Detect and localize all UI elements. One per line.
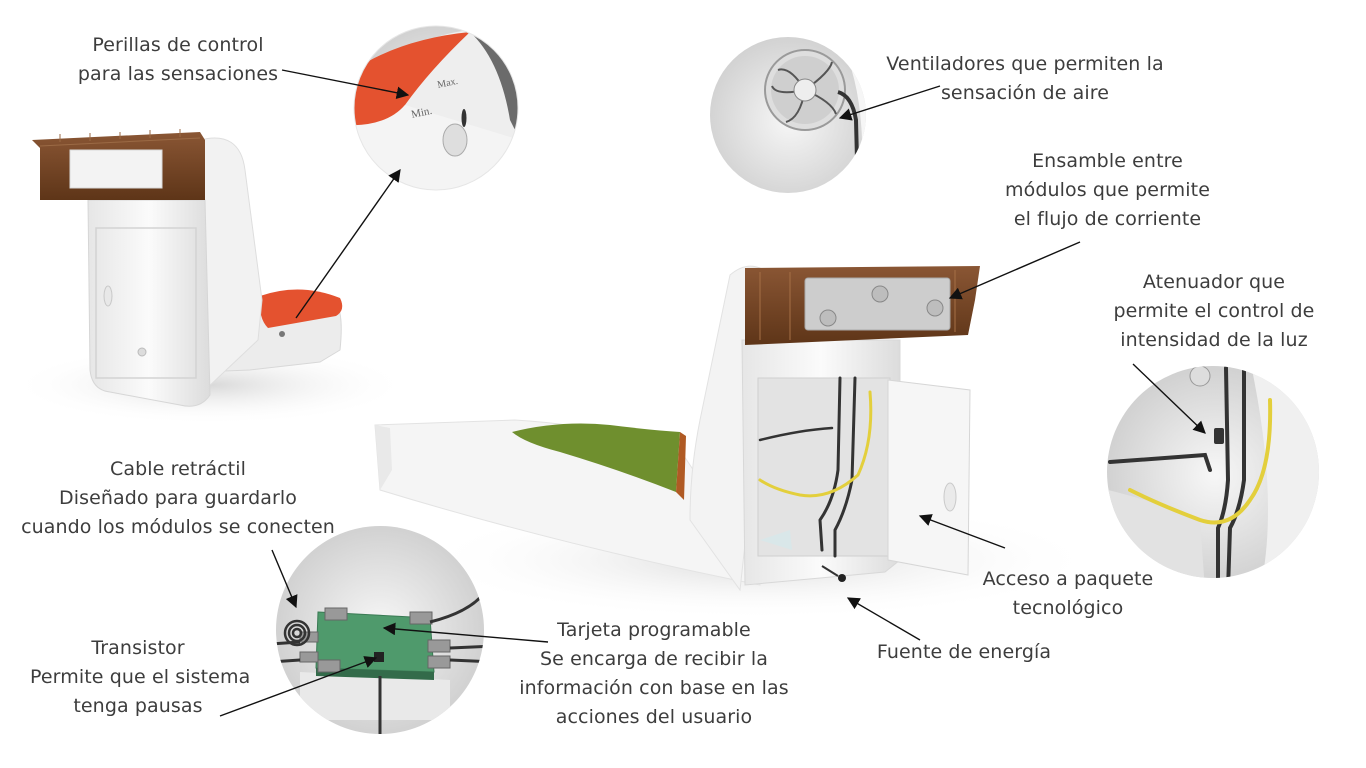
- label-cable: Cable retráctil Diseñado para guardarlo …: [21, 458, 335, 538]
- arrow-fuente: [846, 597, 921, 641]
- power-plug: [838, 574, 846, 582]
- fan-detail-circle: [710, 37, 866, 193]
- cabinet-door: [887, 379, 971, 576]
- label-perillas: Perillas de control para las sensaciones: [77, 34, 279, 85]
- arrow-ventiladores: [838, 85, 941, 121]
- label-tarjeta: Tarjeta programable Se encarga de recibi…: [519, 619, 789, 728]
- small-module-illustration: [10, 129, 410, 425]
- label-acceso: Acceso a paquete tecnológico: [982, 568, 1154, 619]
- label-transistor: Transistor Permite que el sistema tenga …: [30, 637, 251, 717]
- transistor-chip: [374, 652, 384, 662]
- knob-cushion: [354, 32, 470, 127]
- connector-panel: [804, 277, 951, 331]
- retractable-cable-coil: [283, 619, 311, 647]
- cabinet-interior: [757, 377, 891, 557]
- arrow-perillas: [281, 69, 410, 99]
- dimmer-switch: [1214, 428, 1224, 444]
- circuit-detail-circle: [276, 526, 484, 734]
- arrow-perillas-small: [295, 168, 401, 319]
- grass-pad: [512, 423, 680, 492]
- arrow-acceso: [918, 514, 1006, 549]
- seat-cushion: [259, 289, 343, 328]
- large-module-illustration: [374, 265, 1100, 620]
- arrow-transistor: [219, 656, 378, 717]
- knob-detail-circle: Max. Min.: [353, 25, 519, 191]
- knob-max-text: Max.: [436, 76, 459, 91]
- label-atenuador: Atenuador que permite el control de inte…: [1113, 271, 1315, 351]
- arrow-cable: [271, 549, 298, 609]
- knob-min-text: Min.: [410, 105, 433, 121]
- dimmer-detail-circle: [1107, 366, 1319, 578]
- label-fuente: Fuente de energía: [876, 641, 1052, 663]
- label-ensamble: Ensamble entre módulos que permite el fl…: [1005, 150, 1210, 230]
- label-ventiladores: Ventiladores que permiten la sensación d…: [886, 53, 1164, 104]
- arrow-ensamble: [948, 241, 1081, 300]
- leader-arrows: [219, 69, 1206, 717]
- arrow-tarjeta: [382, 622, 549, 643]
- cabinet-door: [95, 227, 197, 379]
- arrow-atenuador: [1132, 363, 1206, 434]
